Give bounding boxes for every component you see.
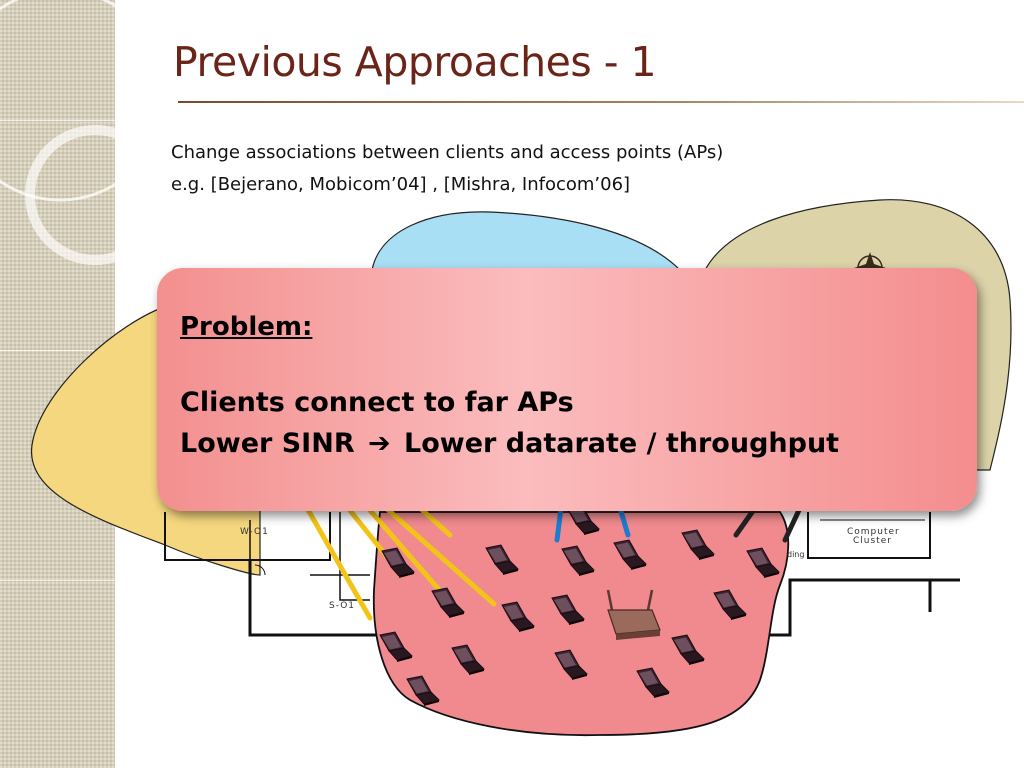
- room-label-s01: S-O1: [329, 601, 355, 611]
- access-point-icon: [606, 589, 661, 640]
- body-text-line-2: e.g. [Bejerano, Mobicom’04] , [Mishra, I…: [171, 174, 631, 195]
- room-label-cluster: Cluster: [853, 536, 892, 546]
- room-label-building: ding: [787, 550, 804, 559]
- association-links: [304, 505, 803, 621]
- decorative-circles: [0, 0, 115, 265]
- room-label-w01: W-O1: [240, 527, 269, 537]
- problem-line-2-left: Lower SINR: [180, 428, 355, 459]
- body-text-line-1: Change associations between clients and …: [171, 142, 724, 163]
- problem-line-2: Lower SINR ➔ Lower datarate / throughput: [180, 423, 977, 464]
- right-arrow-icon: ➔: [368, 428, 391, 459]
- cell-coverage-red: [372, 511, 790, 737]
- problem-line-2-right: Lower datarate / throughput: [404, 428, 840, 459]
- slide-title: Previous Approaches - 1: [173, 38, 657, 86]
- title-divider: [178, 101, 1024, 103]
- problem-heading: Problem:: [180, 312, 313, 342]
- room-label-computer: Computer: [847, 527, 900, 537]
- problem-line-1: Clients connect to far APs: [180, 387, 574, 418]
- problem-callout: Problem: Clients connect to far APs Lowe…: [157, 268, 977, 511]
